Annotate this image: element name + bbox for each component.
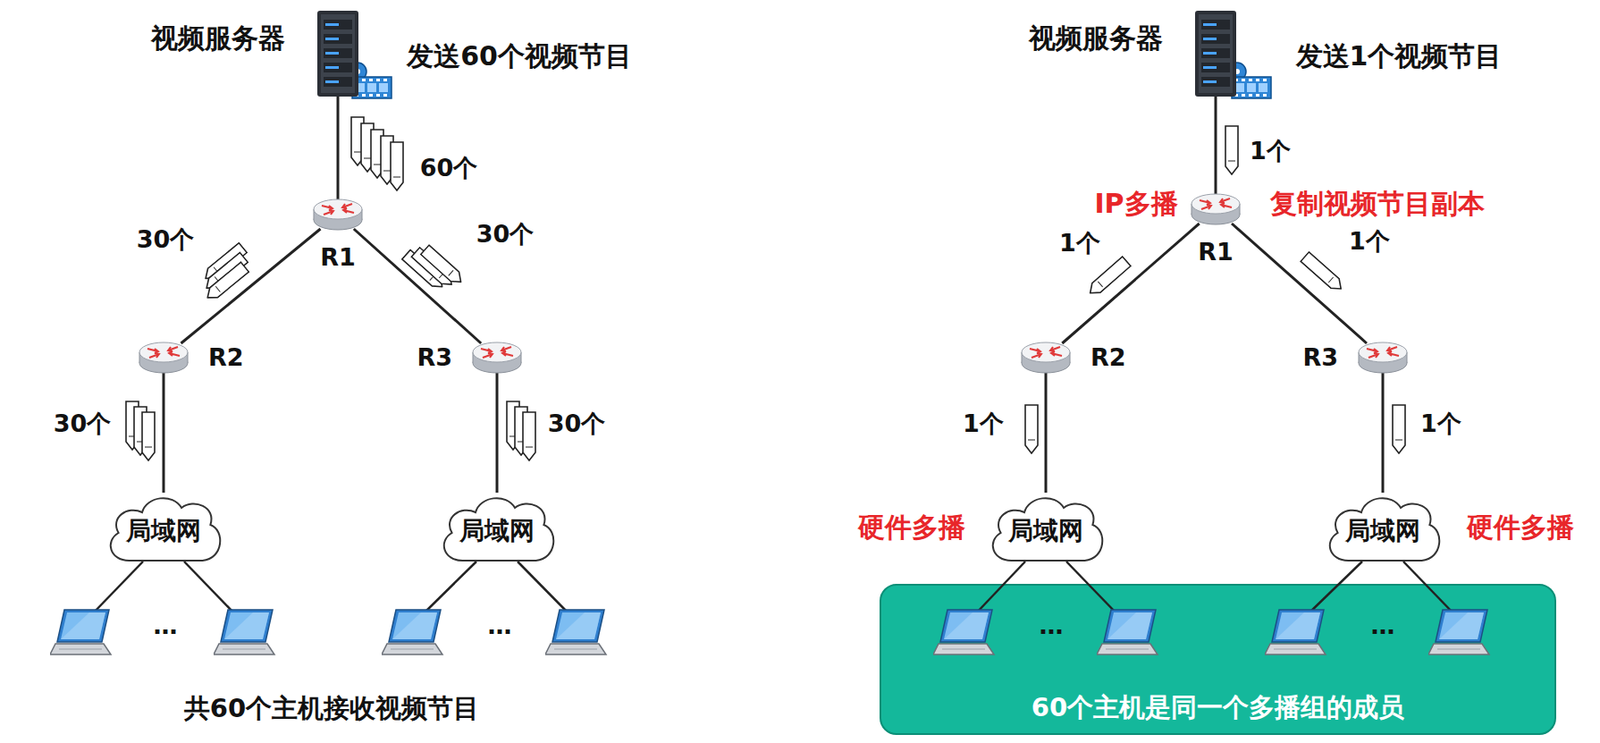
annotation: …	[1039, 611, 1064, 640]
multicast-group-band: 60个主机是同一个多播组的成员	[879, 583, 1557, 735]
router: R2	[1020, 341, 1071, 374]
node-label: 视频服务器	[151, 23, 286, 55]
node-label: R2	[208, 343, 245, 371]
annotation: …	[153, 611, 178, 640]
red-annotation: 硬件多播	[858, 512, 966, 544]
annotation: 1个	[1059, 228, 1101, 257]
node-label: 局域网	[126, 516, 202, 546]
annotation: …	[488, 611, 513, 640]
lan-cloud: 局域网	[102, 487, 226, 568]
lan-cloud: 局域网	[1322, 487, 1445, 568]
network-link	[1382, 371, 1384, 493]
router-icon	[471, 341, 523, 374]
red-annotation: 复制视频节目副本	[1270, 188, 1485, 220]
annotation: 1个	[1249, 136, 1291, 165]
annotation: 1个	[1348, 227, 1390, 255]
red-annotation: IP多播	[1094, 188, 1178, 220]
annotation: 30个	[476, 219, 535, 248]
annotation: 发送60个视频节目	[406, 41, 632, 73]
network-link	[163, 371, 165, 493]
network-link	[1231, 223, 1367, 344]
annotation: 60个	[420, 153, 479, 182]
host-link	[91, 561, 571, 615]
node-label: R3	[416, 343, 453, 371]
video-server: 视频服务器	[315, 10, 361, 97]
network-link	[496, 371, 498, 493]
network-link	[181, 228, 321, 344]
annotation: 发送1个视频节目	[1296, 41, 1503, 73]
node-label: 局域网	[1345, 516, 1421, 546]
router: R2	[138, 341, 189, 374]
node-label: 局域网	[1008, 516, 1084, 546]
server-icon	[315, 10, 361, 97]
laptop-host	[50, 609, 607, 655]
router-icon	[312, 198, 363, 231]
annotation: 30个	[136, 225, 195, 253]
router: R1	[1190, 193, 1241, 226]
network-link	[353, 228, 481, 344]
router-icon	[1357, 341, 1408, 374]
video-server: 视频服务器	[1193, 10, 1238, 97]
node-label: R1	[320, 243, 356, 271]
packet-stack	[126, 117, 536, 461]
annotation: 1个	[1420, 409, 1462, 438]
router: R1	[312, 198, 363, 231]
server-icon	[1193, 10, 1238, 97]
red-annotation: 硬件多播	[1466, 512, 1575, 544]
annotation: 30个	[53, 409, 112, 438]
node-label: R3	[1302, 343, 1339, 371]
router-icon	[1020, 341, 1071, 374]
annotation: 1个	[962, 409, 1004, 438]
router-icon	[1190, 193, 1241, 226]
router: R3	[471, 341, 523, 374]
annotation: 30个	[547, 409, 607, 438]
node-label: 视频服务器	[1028, 23, 1163, 55]
network-link	[1045, 371, 1047, 493]
router-icon	[138, 341, 189, 374]
node-label: R1	[1197, 237, 1234, 266]
annotation: …	[1371, 611, 1396, 640]
network-link	[337, 96, 339, 201]
router: R3	[1357, 341, 1408, 374]
network-link	[1215, 96, 1217, 195]
node-label: R2	[1090, 343, 1127, 371]
node-label: 60个主机是同一个多播组的成员	[1031, 692, 1405, 723]
annotation: 共60个主机接收视频节目	[184, 693, 480, 724]
lan-cloud: 局域网	[436, 487, 559, 568]
node-label: 局域网	[459, 516, 535, 546]
lan-cloud: 局域网	[985, 487, 1108, 568]
